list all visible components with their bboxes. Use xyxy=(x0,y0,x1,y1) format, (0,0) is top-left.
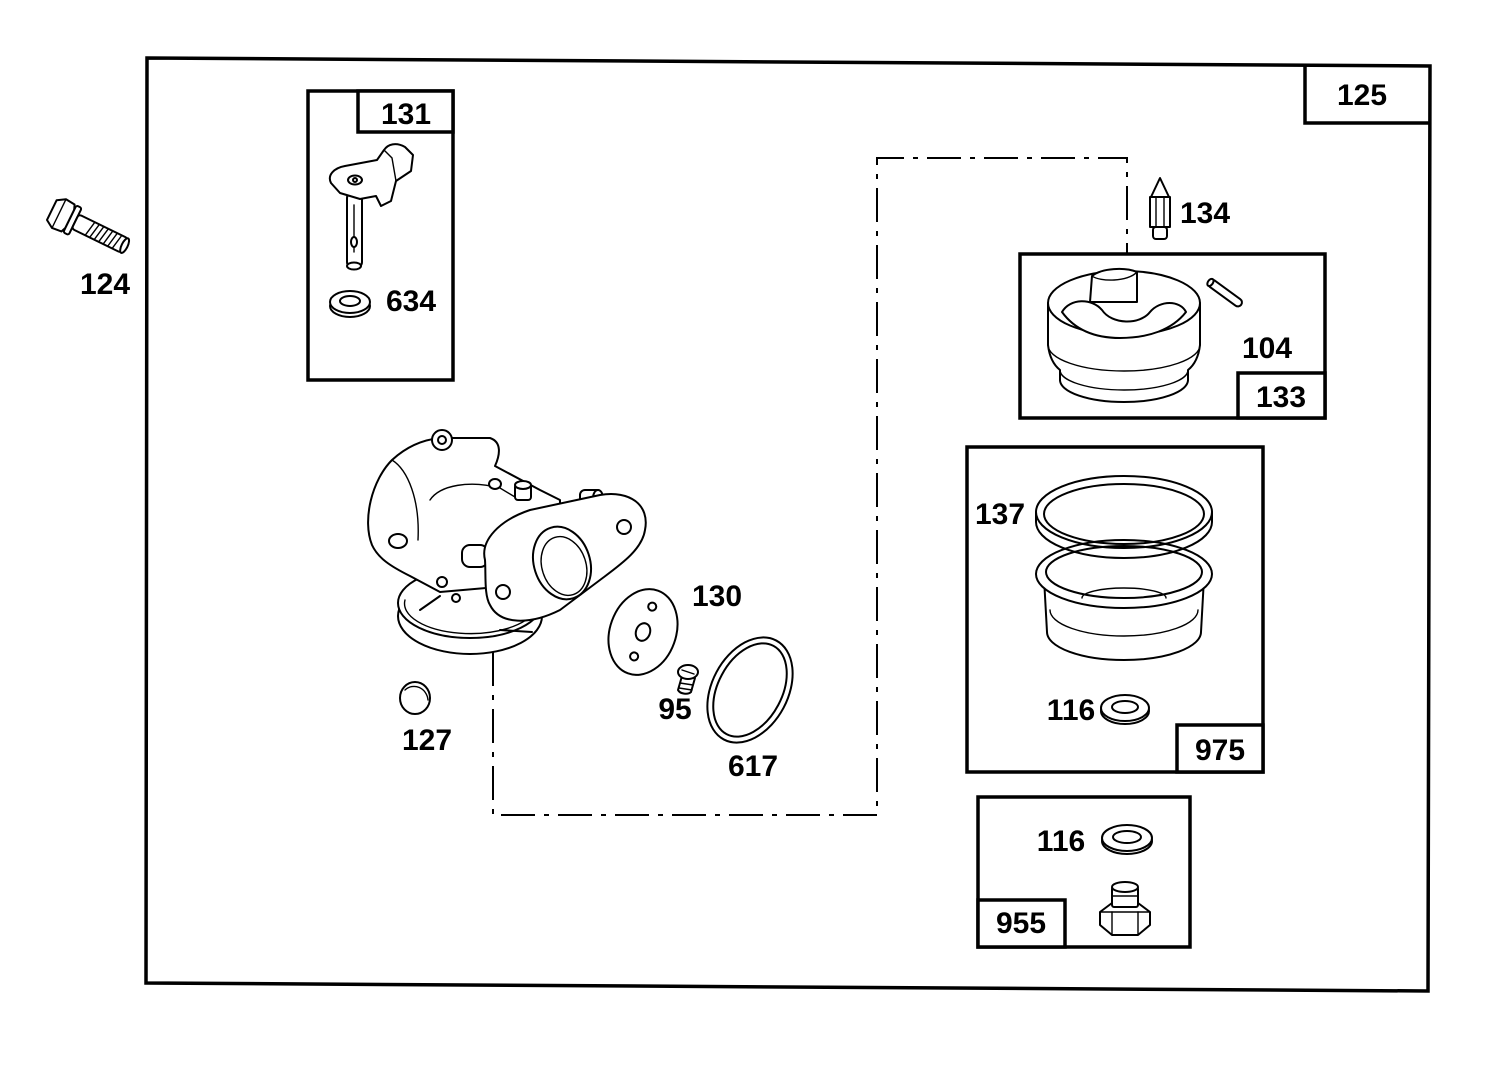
plug-127-part xyxy=(399,681,431,715)
frame-label-box: 125 xyxy=(1303,66,1429,125)
washer-116-nut-label: 116 xyxy=(1037,825,1085,858)
gasket-130-part xyxy=(607,588,679,676)
pin-part xyxy=(1206,277,1243,308)
washer-116-nut-part xyxy=(1101,824,1153,855)
float-part xyxy=(1047,267,1201,403)
washer-116-bowl-label: 116 xyxy=(1047,694,1095,727)
oring-617-part xyxy=(706,636,794,744)
washer-116-bowl-part xyxy=(1100,694,1150,725)
box-975: 975 xyxy=(965,445,1265,774)
box-955: 955 xyxy=(976,795,1192,949)
carburetor-body-part xyxy=(367,429,647,655)
box-131-label-box xyxy=(356,89,455,134)
lever-shaft-part xyxy=(328,143,414,271)
box-133-label-box xyxy=(1236,371,1327,420)
screw-95-part xyxy=(677,664,699,695)
gasket-130-label: 130 xyxy=(692,580,742,613)
box-955-label: 955 xyxy=(996,907,1046,940)
pin-label: 104 xyxy=(1242,332,1292,365)
box-131-label: 131 xyxy=(381,98,431,131)
box-975-label-box xyxy=(1175,723,1265,774)
bolt-label: 124 xyxy=(80,268,130,301)
bowl-nut-part xyxy=(1099,881,1151,936)
box-955-label-box xyxy=(976,898,1067,949)
frame-label: 125 xyxy=(1337,79,1387,112)
box-133-label: 133 xyxy=(1256,381,1306,414)
washer-634-part xyxy=(329,290,371,318)
box-975-label: 975 xyxy=(1195,734,1245,767)
oring-617-label: 617 xyxy=(728,750,778,783)
box-133: 133 xyxy=(1018,252,1327,420)
washer-634-label: 634 xyxy=(386,285,436,318)
ring-137-part xyxy=(1035,475,1213,559)
needle-label: 134 xyxy=(1180,197,1230,230)
bowl-part xyxy=(1035,539,1213,661)
plug-127-label: 127 xyxy=(402,724,452,757)
bolt-part xyxy=(45,198,131,254)
connector-line xyxy=(492,157,1128,816)
ring-137-label: 137 xyxy=(975,498,1025,531)
needle-part xyxy=(1149,177,1171,240)
screw-95-label: 95 xyxy=(658,693,691,726)
box-131: 131 xyxy=(306,89,455,382)
main-frame xyxy=(144,56,1432,993)
